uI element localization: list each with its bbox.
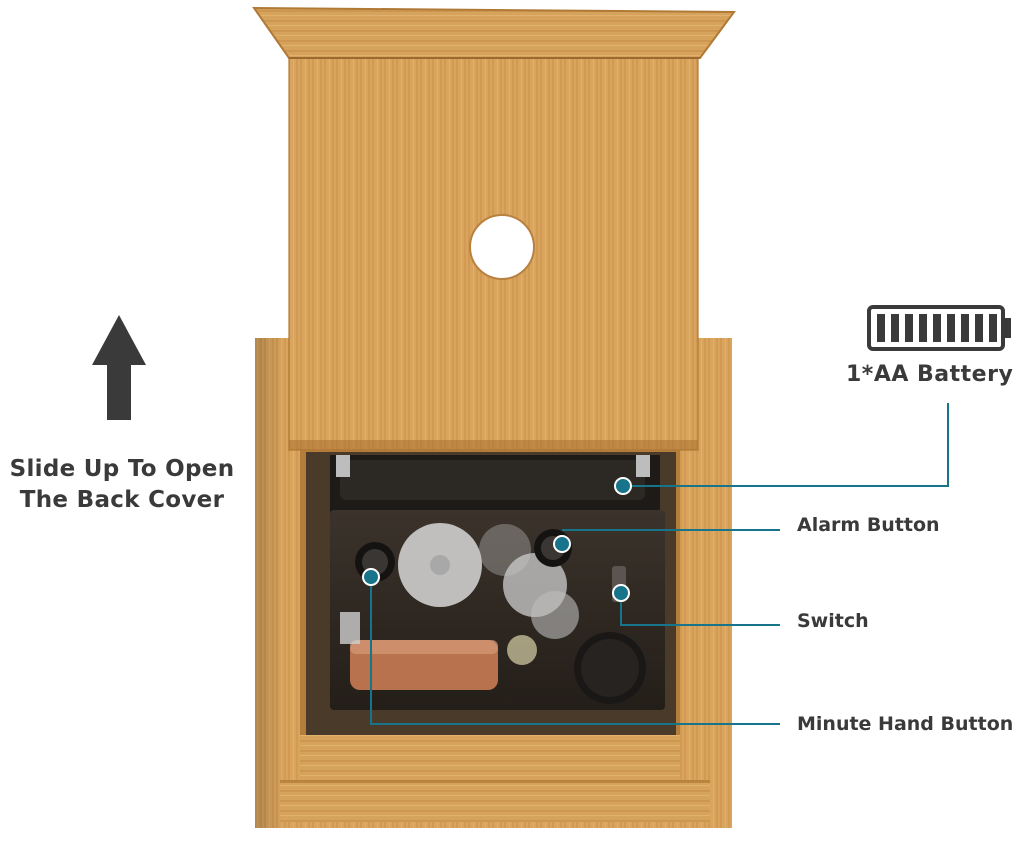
switch-callout-dot <box>612 584 630 602</box>
alarm-button-label: Alarm Button <box>797 514 940 536</box>
callout-lines <box>370 403 949 725</box>
top-cap <box>252 6 736 59</box>
battery-callout-dot <box>614 477 632 495</box>
clock-movement <box>330 455 665 710</box>
slide-instruction: Slide Up To Open The Back Cover <box>2 454 242 516</box>
arrow-up-icon <box>92 315 146 420</box>
battery-icon <box>867 305 1011 351</box>
switch-callout-line <box>620 593 780 626</box>
battery-label: 1*AA Battery <box>846 362 1014 387</box>
minute-callout-dot <box>362 568 380 586</box>
back-cover <box>288 54 699 451</box>
minute-callout-line <box>370 577 780 725</box>
alarm-callout-dot <box>553 535 571 553</box>
battery-callout-line <box>623 403 949 487</box>
instruction-line-2: The Back Cover <box>19 487 225 513</box>
callout-dots <box>362 477 632 602</box>
minute-hand-button-label: Minute Hand Button <box>797 713 1014 735</box>
switch-label: Switch <box>797 610 869 632</box>
instruction-line-1: Slide Up To Open <box>9 456 235 482</box>
